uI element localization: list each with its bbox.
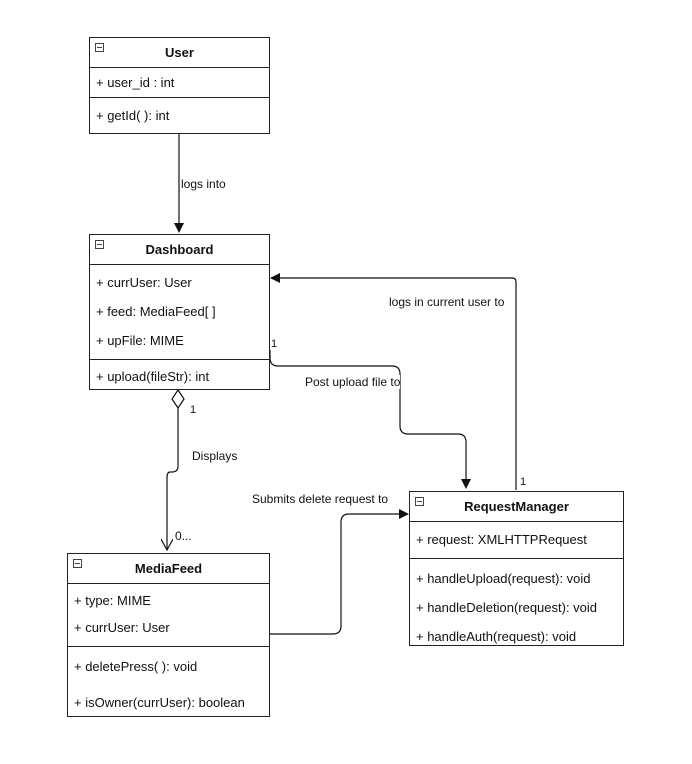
class-dashboard-methods: + upload(fileStr): int [90,360,269,389]
collapse-icon[interactable] [415,497,424,506]
method-row: + handleUpload(request): void [416,571,591,586]
attribute-row: + user_id : int [96,75,175,90]
multiplicity-dashboard-feed: 1 [190,404,197,416]
class-user-header: User [90,38,269,68]
class-requestmanager-attributes: + request: XMLHTTPRequest [410,522,623,559]
class-mediafeed[interactable]: MediaFeed + type: MIME + currUser: User … [67,553,270,717]
class-mediafeed-name: MediaFeed [134,561,203,576]
class-dashboard[interactable]: Dashboard + currUser: User + feed: Media… [89,234,270,390]
class-requestmanager[interactable]: RequestManager + request: XMLHTTPRequest… [409,491,624,646]
class-mediafeed-header: MediaFeed [68,554,269,584]
aggregation-diamond [171,388,185,410]
class-user[interactable]: User + user_id : int + getId( ): int [89,37,270,134]
class-mediafeed-attributes: + type: MIME + currUser: User [68,584,269,647]
attribute-row: + feed: MediaFeed[ ] [96,304,216,319]
class-dashboard-header: Dashboard [90,235,269,265]
edge-displays [167,408,179,550]
attribute-row: + type: MIME [74,593,151,608]
edge-logs-in-current-user [270,273,517,490]
class-dashboard-attributes: + currUser: User + feed: MediaFeed[ ] + … [90,265,269,360]
class-user-name: User [165,45,194,60]
attribute-row: + currUser: User [96,275,192,290]
collapse-icon[interactable] [73,559,82,568]
attribute-row: + request: XMLHTTPRequest [416,532,587,547]
class-dashboard-name: Dashboard [145,242,214,257]
class-user-methods: + getId( ): int [90,98,269,130]
method-row: + handleAuth(request): void [416,629,577,644]
method-row: + getId( ): int [96,108,170,123]
method-row: + handleDeletion(request): void [416,600,598,615]
class-user-attributes: + user_id : int [90,68,269,98]
edge-label-logs-in-current-user: logs in current user to [389,295,505,309]
edge-label-logs-into: logs into [181,177,226,191]
method-row: + deletePress( ): void [74,659,198,674]
edge-label-submits-delete: Submits delete request to [252,492,389,506]
edge-submits-delete [270,509,409,635]
multiplicity-mediafeed-many: 0... [175,529,192,543]
collapse-icon[interactable] [95,240,104,249]
edge-label-displays: Displays [192,449,238,463]
method-row: + isOwner(currUser): boolean [74,695,245,710]
edge-label-post-upload: Post upload file to [305,375,401,389]
multiplicity-dashboard-upload: 1 [271,338,278,350]
multiplicity-requestmanager-auth: 1 [520,476,527,488]
attribute-row: + currUser: User [74,620,170,635]
method-row: + upload(fileStr): int [96,369,210,384]
class-mediafeed-methods: + deletePress( ): void + isOwner(currUse… [68,647,269,724]
class-requestmanager-header: RequestManager [410,492,623,522]
attribute-row: + upFile: MIME [96,333,184,348]
edge-post-upload [269,350,471,489]
class-requestmanager-methods: + handleUpload(request): void + handleDe… [410,559,623,651]
class-requestmanager-name: RequestManager [464,499,569,514]
collapse-icon[interactable] [95,43,104,52]
